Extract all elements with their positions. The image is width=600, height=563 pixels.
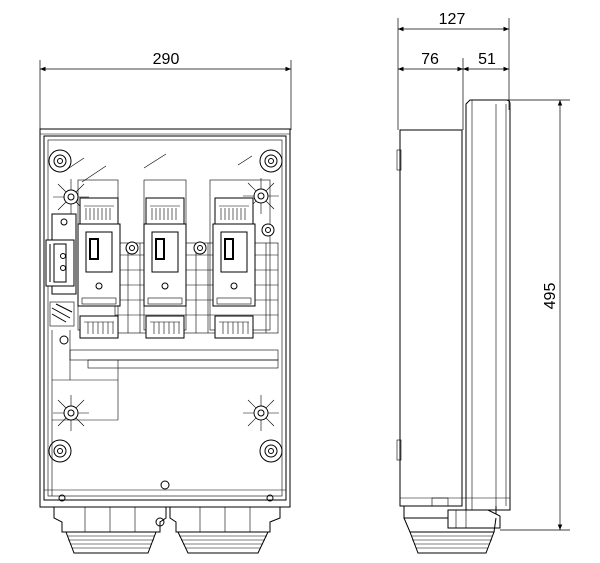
dim-label-76: 76 — [421, 51, 439, 68]
mounting-point-icon — [242, 394, 280, 432]
terminal-block — [45, 213, 77, 345]
front-view: 290 — [39, 51, 292, 554]
cable-gland-right — [169, 506, 281, 554]
dim-label-290: 290 — [153, 51, 180, 68]
dim-side-depth: 127 — [397, 11, 510, 130]
corner-screw-icon — [259, 439, 283, 463]
fuse-switch-1 — [77, 197, 121, 339]
mounting-point-icon — [52, 394, 90, 432]
fuse-switch-2 — [143, 197, 187, 339]
dim-label-51: 51 — [478, 51, 496, 68]
corner-screw-icon — [259, 149, 283, 173]
dim-front-width: 290 — [39, 51, 292, 130]
dim-side-split: 76 51 — [398, 51, 509, 130]
side-view: 127 76 51 495 — [396, 11, 570, 554]
cable-gland-side — [409, 531, 495, 554]
dim-label-127: 127 — [439, 11, 466, 28]
cable-gland-left — [53, 506, 167, 554]
corner-screw-icon — [48, 149, 72, 173]
enclosure-base-side — [399, 129, 463, 507]
fuse-switch-3 — [212, 197, 256, 339]
dim-label-495: 495 — [542, 283, 559, 310]
dim-height: 495 — [500, 99, 570, 531]
cover-side — [465, 99, 511, 511]
